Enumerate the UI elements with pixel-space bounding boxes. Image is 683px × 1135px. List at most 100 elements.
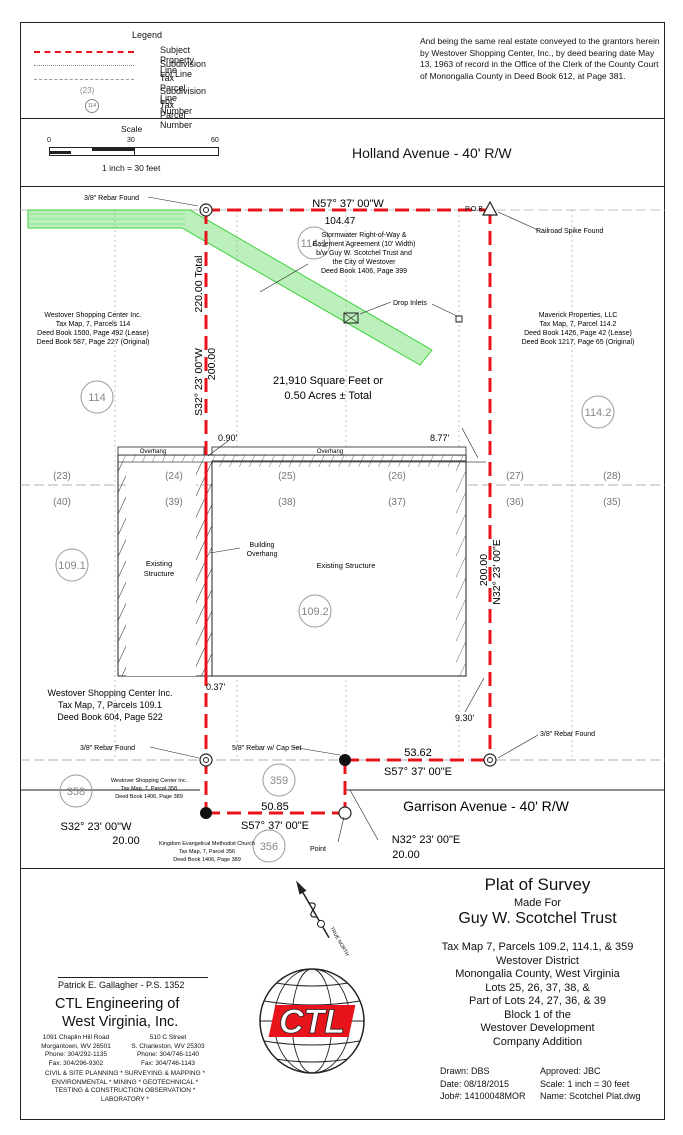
parcel-114-2: 114.2 — [585, 407, 612, 419]
drawing-scale: Scale: 1 inch = 30 feet — [540, 1078, 630, 1089]
parcel-114-1-circle — [297, 226, 331, 260]
church-line-3: Deed Book 1406, Page 389 — [173, 857, 241, 863]
offset-0-37: 0.37' — [206, 682, 226, 692]
small-distance: 50.85 — [261, 801, 289, 813]
scale-bar — [49, 147, 219, 156]
title-block: Plat of Survey Made For Guy W. Scotchel … — [420, 875, 655, 1049]
title-meta-left: Drawn: DBS Date: 08/18/2015 Job#: 141000… — [440, 1065, 526, 1103]
lot-27: (27) — [506, 471, 524, 482]
west-owner-line-1: Westover Shopping Center Inc. — [44, 312, 141, 319]
parcel-359: 359 — [270, 775, 288, 787]
scale-title: Scale — [121, 124, 143, 134]
rebar-cap-set-sw-icon — [200, 807, 212, 819]
easement-line-2: Easement Agreement (10' Width) — [313, 241, 416, 248]
rebar-found-nw-label: 3/8" Rebar Found — [84, 195, 139, 202]
approved-by: Approved: JBC — [540, 1066, 601, 1076]
ws-distance: 20.00 — [112, 835, 140, 847]
west-owner-line-4: Deed Book 587, Page 227 (Original) — [37, 339, 150, 346]
company-name-2: West Virginia, Inc. — [62, 1014, 179, 1030]
west-total: 220.00 Total — [193, 255, 205, 312]
rebar-found-nw-icon — [199, 203, 213, 217]
drawn-by: Drawn: DBS — [440, 1066, 490, 1076]
parcel-114-circle — [80, 380, 114, 414]
area-line-2: 0.50 Acres ± Total — [284, 390, 371, 402]
overhang-label-east: Overhang — [317, 449, 343, 455]
lot-36: (36) — [506, 497, 524, 508]
scale-tick-30: 30 — [127, 137, 135, 144]
rebar-found-se-icon — [483, 753, 497, 767]
overhang-east — [211, 446, 467, 456]
scale-tick-60: 60 — [211, 137, 219, 144]
drawing-name: Name: Scotchel Plat.dwg — [540, 1091, 641, 1101]
small-bearing: S57° 37' 00"E — [241, 820, 309, 832]
west-owner-line-3: Deed Book 1500, Page 492 (Lease) — [37, 330, 149, 337]
parcel-358: 358 — [67, 786, 85, 798]
stormwater-easement — [27, 209, 433, 366]
lot-26: (26) — [388, 471, 406, 482]
parcel-114-2-circle — [581, 395, 615, 429]
ne-distance: 20.00 — [392, 849, 420, 861]
p358-owner-line-3: Deed Book 1406, Page 389 — [115, 794, 183, 800]
rebar-cap-label: 5/8" Rebar w/ Cap Set — [232, 745, 301, 752]
plan-bottom-divider — [20, 868, 665, 869]
area-line-1: 21,910 Square Feet or — [273, 375, 383, 387]
rebar-found-se-label: 3/8" Rebar Found — [540, 731, 595, 738]
surveyor-name: Patrick E. Gallagher - P.S. 1352 — [58, 980, 185, 990]
parcel-358-circle — [59, 774, 93, 808]
title-line-5: Part of Lots 24, 27, 36, & 39 — [469, 995, 606, 1007]
west-bearing: S32° 23' 00"W — [193, 348, 205, 416]
east-bearing: N32° 23' 00"E — [491, 539, 503, 604]
building-overhang-1: Building — [250, 542, 275, 549]
scale-note: 1 inch = 30 feet — [102, 163, 161, 173]
date: Date: 08/18/2015 — [440, 1078, 510, 1089]
overhang-west — [117, 446, 205, 456]
lot-25: (25) — [278, 471, 296, 482]
east-owner-line-2: Tax Map, 7, Parcel 114.2 — [540, 321, 617, 328]
drop-inlet-west — [343, 312, 359, 324]
title-line-3: Monongalia County, West Virginia — [455, 968, 620, 980]
parcel-109-2-circle — [298, 594, 332, 628]
south-bearing: S57° 37' 00"E — [384, 766, 452, 778]
parcel-356: 356 — [260, 841, 278, 853]
rebar-found-sw-icon — [199, 753, 213, 767]
overhang-label-west: Overhang — [140, 449, 166, 455]
north-bearing: N57° 37' 00"W — [312, 198, 384, 210]
parcel-114-1: 114.1 — [301, 238, 328, 250]
title-line-4: Lots 25, 26, 37, 38, & — [485, 981, 590, 994]
job-number: Job#: 14100048MOR — [440, 1091, 526, 1101]
lot-24: (24) — [165, 471, 183, 482]
garrison-avenue-label: Garrison Avenue - 40' R/W — [403, 798, 570, 814]
south-distance: 53.62 — [404, 747, 432, 759]
point-marker-icon — [338, 806, 352, 820]
title-made-for: Made For — [513, 897, 562, 909]
lot-28: (28) — [603, 471, 621, 482]
drop-inlets-label: Drop Inlets — [393, 300, 427, 307]
deed-note: And being the same real estate conveyed … — [420, 36, 660, 81]
church-line-1: Kingdom Evangelical Methodist Church — [159, 841, 255, 847]
lot-40: (40) — [53, 497, 71, 508]
offset-9-30: 9.30' — [455, 713, 475, 723]
p358-owner-line-1: Westover Shopping Center Inc. — [111, 778, 188, 784]
title-client: Guy W. Scotchel Trust — [458, 910, 617, 927]
parcel-359-circle — [262, 763, 296, 797]
sw-owner-line-3: Deed Book 604, Page 522 — [57, 712, 163, 722]
lot-38: (38) — [278, 497, 296, 508]
railroad-spike-label: Railroad Spike Found — [536, 228, 603, 235]
holland-avenue-label: Holland Avenue - 40' R/W — [352, 145, 512, 161]
north-arrow-icon — [296, 880, 330, 939]
offset-0-90: 0.90' — [218, 433, 238, 443]
easement-line-3: b/w Guy W. Scotchel Trust and — [316, 250, 412, 257]
north-arrow-label: TRUE NORTH — [328, 926, 350, 958]
legend-title: Legend — [132, 30, 163, 40]
scale-tick-0: 0 — [47, 137, 51, 144]
lot-35: (35) — [603, 497, 621, 508]
lot-39: (39) — [165, 497, 183, 508]
parcel-109-1-circle — [55, 548, 89, 582]
east-distance: 200.00 — [478, 554, 490, 586]
ne-bearing: N32° 23' 00"E — [392, 834, 461, 846]
rebar-cap-set-icon — [339, 754, 351, 766]
north-street-line — [20, 186, 665, 187]
title-line-2: Westover District — [496, 954, 579, 967]
ctl-logo: CTL — [259, 968, 365, 1074]
easement-line-4: the City of Westover — [333, 259, 397, 266]
